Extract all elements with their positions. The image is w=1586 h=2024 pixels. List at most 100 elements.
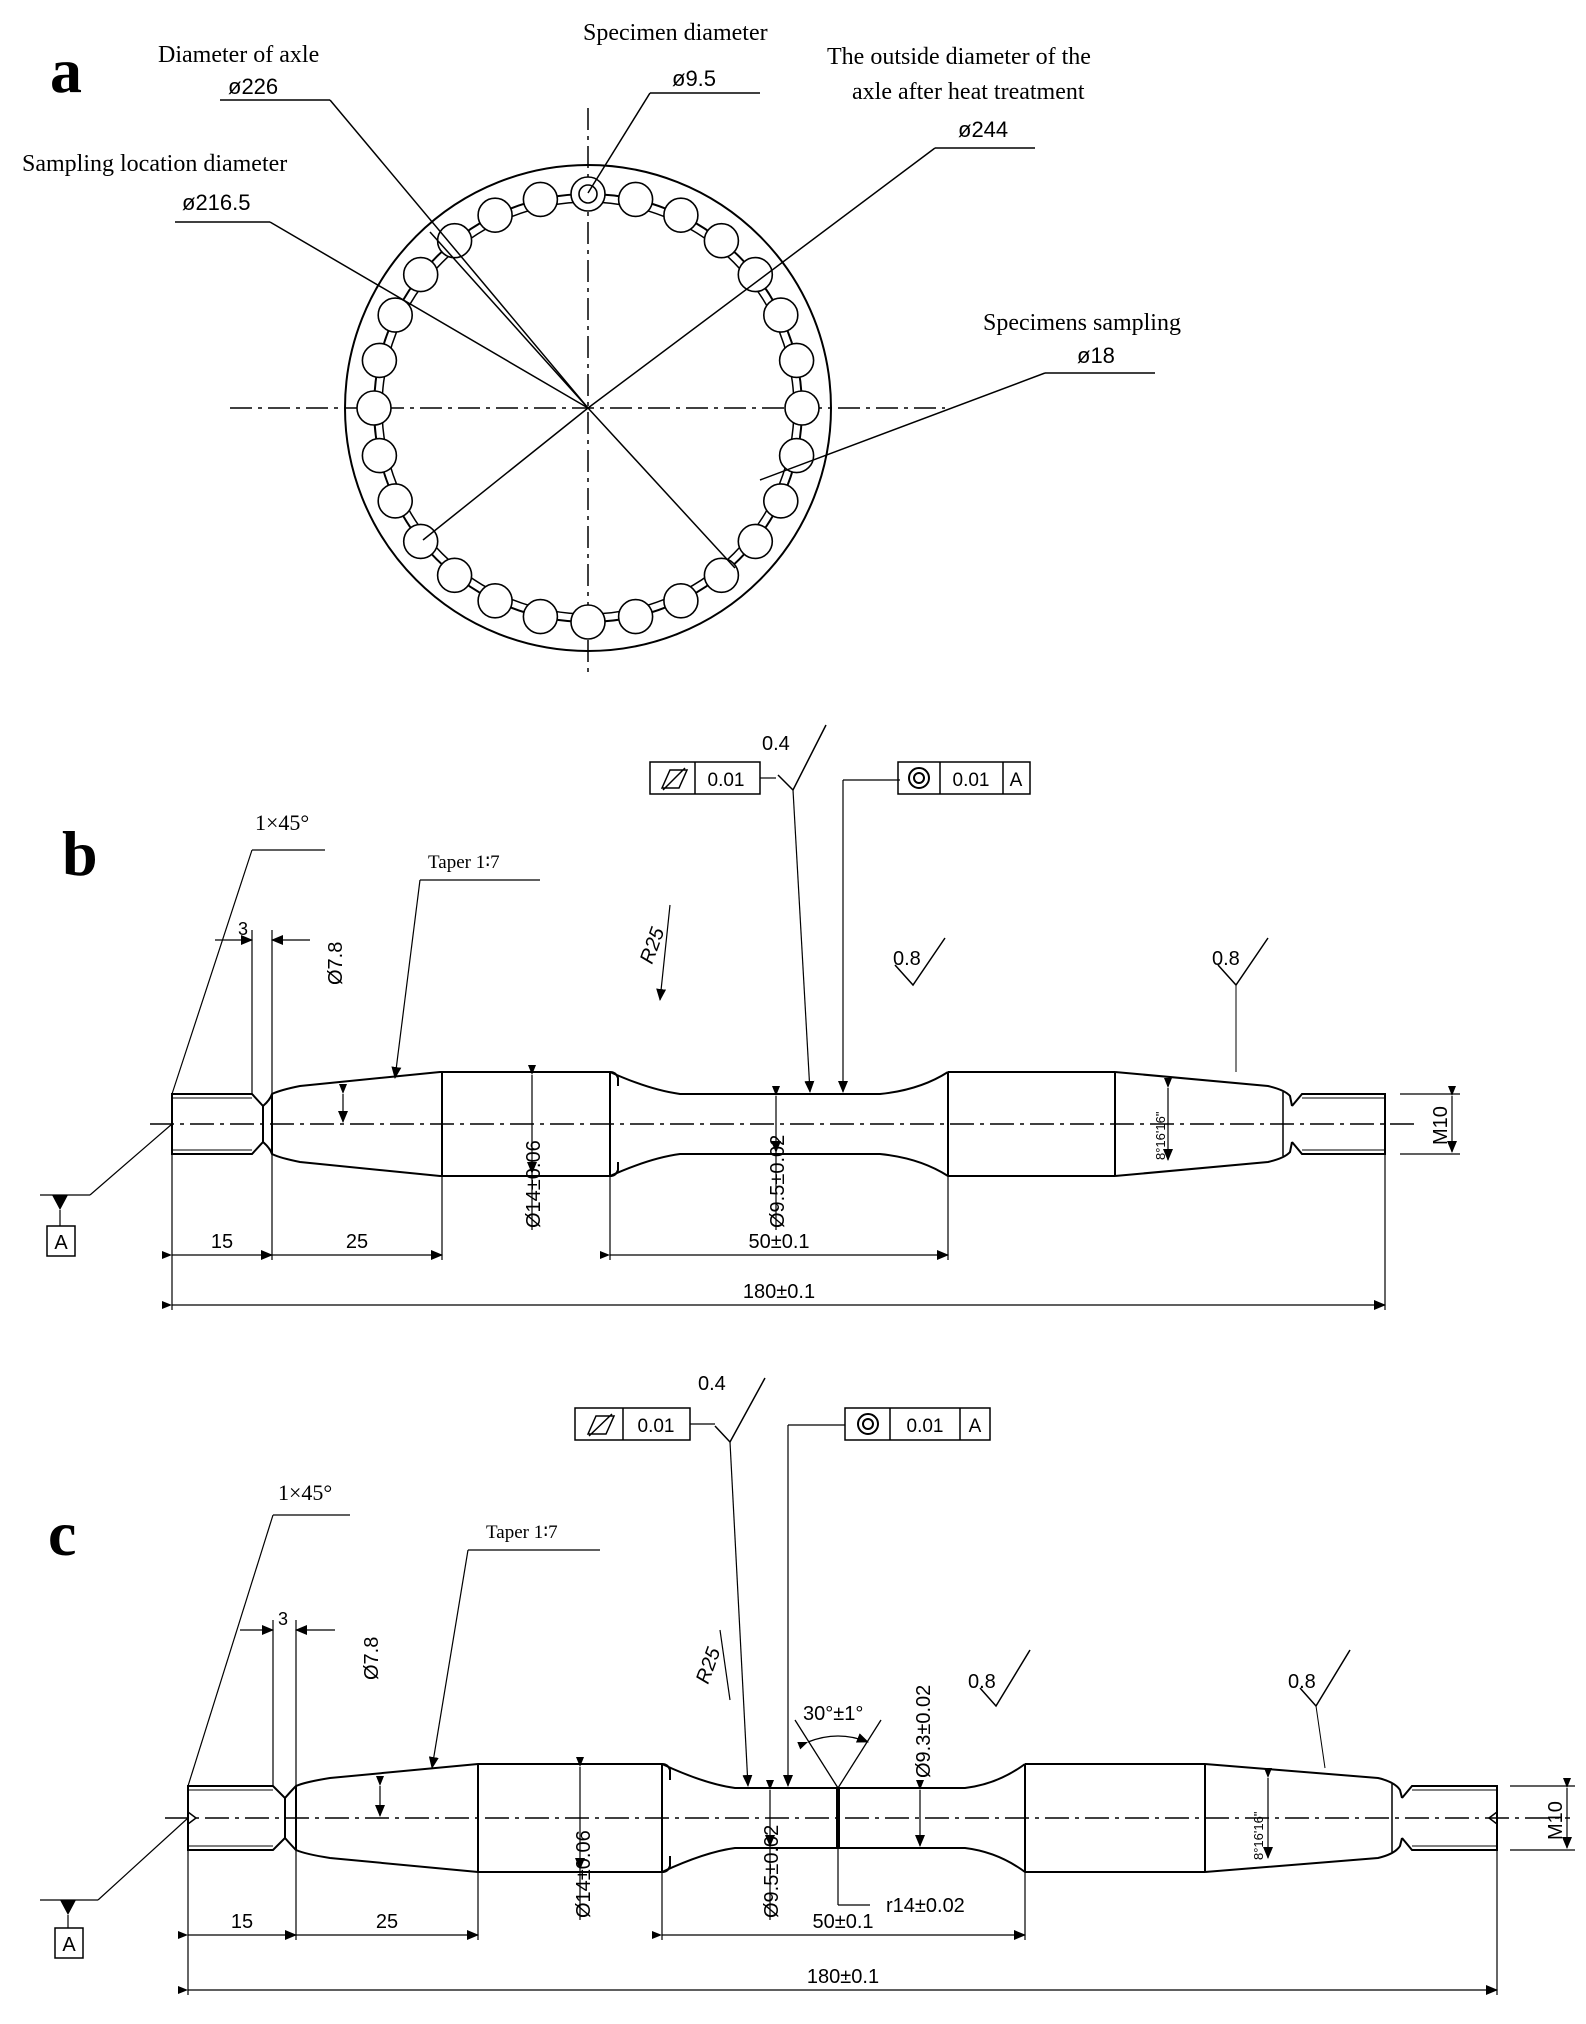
dim-15-label: 15 <box>231 1911 253 1933</box>
specimen-circle <box>402 256 439 293</box>
specimens-sampling-leader <box>759 372 1046 481</box>
specimen-circle <box>778 437 815 474</box>
outside-diameter-title-2: axle after heat treatment <box>852 79 1085 105</box>
specimens-sampling-title: Specimens sampling <box>983 310 1181 336</box>
outer-diameter-circle <box>344 164 832 652</box>
sampling-location-title: Sampling location diameter <box>22 151 287 177</box>
axle-diameter-title: Diameter of axle <box>158 42 319 68</box>
roughness-left-label: 0.4 <box>762 733 790 755</box>
dim-m10-label: M10 <box>1545 1801 1567 1840</box>
specimens-sampling-value: ø18 <box>1077 343 1115 368</box>
dim-3-label: 3 <box>278 1609 288 1629</box>
roughness-mid-label: 0.8 <box>968 1671 996 1693</box>
dim-14-label: Ø14±0.06 <box>573 1830 595 1918</box>
panel-b: b <box>40 724 1460 1310</box>
panel-b-letter: b <box>62 818 98 889</box>
specimen-circle <box>663 197 699 233</box>
dim-180-label: 180±0.1 <box>807 1966 879 1988</box>
specimen-circles <box>356 176 820 640</box>
concentricity-frame <box>897 761 1031 795</box>
specimen-circle <box>737 523 774 560</box>
specimen-circle <box>522 181 559 218</box>
datum-a-box <box>54 1927 84 1959</box>
roughness-left-label: 0.4 <box>698 1373 726 1395</box>
roughness-right-label: 0.8 <box>1288 1671 1316 1693</box>
concentricity-tolerance: 0.01 <box>907 1416 944 1437</box>
gauge-top <box>609 1071 949 1095</box>
dim-angle-label: 8°16'16" <box>1153 1111 1168 1160</box>
outside-diameter-title-1: The outside diameter of the <box>827 44 1091 70</box>
specimen-circle <box>762 483 799 519</box>
gauge-bottom <box>609 1153 949 1177</box>
specimen-circle <box>436 222 473 259</box>
concentricity-icon <box>857 1413 879 1435</box>
datum-a-box <box>46 1225 76 1257</box>
cylindricity-icon <box>660 767 689 791</box>
panel-c: c <box>40 1373 1575 1995</box>
specimen-circle <box>361 437 398 474</box>
specimen-circle <box>570 604 606 640</box>
dim-50-label: 50±0.1 <box>812 1911 873 1933</box>
roughness-mid-label: 0.8 <box>893 948 921 970</box>
datum-a-box-label: A <box>54 1232 68 1254</box>
specimen-bottom-left <box>262 1141 619 1177</box>
dim-78-label: Ø7.8 <box>361 1637 383 1680</box>
specimen-circle <box>356 390 392 426</box>
radius-label: R25 <box>692 1644 726 1687</box>
chamfer-label: 1×45° <box>278 1480 332 1505</box>
dim-25-label: 25 <box>346 1231 368 1253</box>
concentricity-frame <box>844 1407 991 1441</box>
specimen-circle <box>477 582 513 619</box>
right-thread <box>1401 1785 1498 1851</box>
dim-93-label: Ø9.3±0.02 <box>913 1685 935 1778</box>
dim-50-label: 50±0.1 <box>748 1231 809 1253</box>
right-thread <box>1291 1093 1386 1155</box>
specimen-circle <box>784 390 820 426</box>
specimen-circle <box>477 197 513 233</box>
specimen-circle <box>663 582 699 619</box>
dim-78-label: Ø7.8 <box>325 942 347 985</box>
concentricity-datum: A <box>1010 770 1023 791</box>
outside-diameter-leader <box>587 147 936 409</box>
concentricity-datum: A <box>969 1416 982 1437</box>
roughness-right-label: 0.8 <box>1212 948 1240 970</box>
specimen-circle <box>762 297 799 333</box>
specimen-circle <box>361 342 398 379</box>
dim-3-label: 3 <box>238 919 248 939</box>
taper-label: Taper 1∶7 <box>486 1522 558 1543</box>
axle-diameter-leader <box>329 99 589 409</box>
sampling-location-value: ø216.5 <box>182 190 251 215</box>
dim-95-label: Ø9.5±0.02 <box>761 1825 783 1918</box>
axle-diameter-value: ø226 <box>228 74 278 99</box>
flatness-tolerance: 0.01 <box>638 1416 675 1437</box>
specimen-circle <box>778 342 815 379</box>
outside-diameter-value: ø244 <box>958 117 1008 142</box>
panel-a: a Diameter of axle ø226 Specimen diamete… <box>22 20 1181 678</box>
specimen-circle <box>522 598 559 635</box>
dim-angle-label: 8°16'16" <box>1251 1811 1266 1860</box>
specimen-circle <box>737 256 774 293</box>
panel-a-letter: a <box>50 35 82 106</box>
dim-14-label: Ø14±0.06 <box>523 1140 545 1228</box>
datum-a-box-label: A <box>62 1934 76 1956</box>
specimen-inner-circle <box>578 184 598 204</box>
specimen-circle <box>377 483 414 519</box>
specimen-top-left <box>262 1071 619 1107</box>
cylindricity-icon <box>586 1413 616 1437</box>
specimen-circle <box>570 176 606 212</box>
sampling-location-leader <box>269 221 589 409</box>
specimen-circle <box>703 557 740 594</box>
notch-radius-label: r14±0.02 <box>886 1895 965 1917</box>
specimen-circle <box>402 523 439 560</box>
chamfer-label: 1×45° <box>255 810 309 835</box>
dim-15-label: 15 <box>211 1231 233 1253</box>
notch-angle-label: 30°±1° <box>803 1703 863 1725</box>
specimen-circle <box>377 297 414 333</box>
specimen-circle <box>617 181 654 218</box>
concentricity-icon <box>908 767 930 789</box>
panel-c-letter: c <box>48 1498 76 1569</box>
specimen-diameter-value: ø9.5 <box>672 66 716 91</box>
taper-label: Taper 1∶7 <box>428 852 500 873</box>
